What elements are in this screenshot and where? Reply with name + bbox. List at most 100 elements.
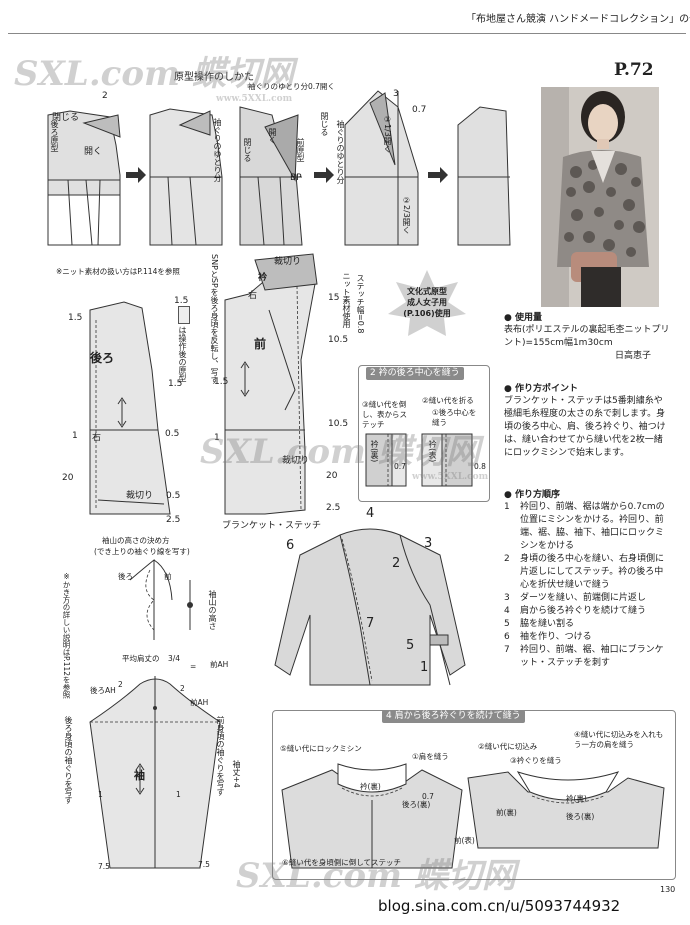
watermark-bottom: SXL.com 蝶切网: [236, 856, 516, 896]
step4-collar-back: 衿(裏): [360, 782, 381, 791]
author-name: 日高恵子: [615, 351, 652, 361]
page-ref: P.72: [614, 60, 654, 80]
sleeve-note-front: 前: [164, 572, 172, 581]
jacket-num-7: 7: [366, 616, 375, 631]
sleeve-d1b: 1: [176, 790, 181, 799]
sleeve-note-side: ※かき方の詳しい説明はP.112を参照: [62, 572, 71, 699]
back-ah-label: 後ろAH: [90, 686, 116, 695]
sleeve-note-heading2: (でき上りの袖ぐり線を写す): [94, 547, 190, 556]
sleeve-piece-label: 袖: [134, 769, 145, 782]
step4-lbl6: ⑥縫い代を身頃側に倒してステッチ: [282, 858, 401, 867]
step2-collar-back: 衿(裏): [370, 440, 379, 463]
operated-note: は操作後の原型: [178, 326, 187, 382]
order-heading: ● 作り方順序: [504, 490, 561, 500]
watermark-top: SXL.com 蝶切网: [14, 54, 294, 94]
open-third-1: ①1/3開く: [383, 115, 392, 153]
step2-label-c: ①後ろ中心を縫う: [432, 408, 477, 427]
sleeve-height-diagram: [129, 558, 193, 640]
materials-heading-text: 使用量: [515, 313, 543, 323]
step4-back-back: 後ろ(裏): [402, 800, 431, 809]
right-label-2: 右: [248, 291, 258, 301]
step4-front-face: 前(表): [454, 836, 475, 845]
order-num: 7: [504, 645, 510, 655]
bunka-badge: 文化式原型 成人女子用 (P.106)使用: [396, 286, 458, 319]
jacket-num-1: 1: [420, 660, 429, 675]
header-rule: [8, 33, 686, 34]
step2-collar-front: 衿(表): [428, 440, 437, 463]
num-07-label: 0.7: [412, 105, 427, 115]
pattern-operation-diagram: [47, 90, 511, 246]
step4-lbl4: ④縫い代に切込みを入れもう一方の肩を縫う: [574, 730, 664, 749]
dim-15a: 1.5: [68, 313, 83, 323]
sleeve-d75a: 7.5: [98, 862, 110, 871]
page-number: 130: [660, 885, 676, 894]
order-heading-text: 作り方順序: [515, 490, 561, 500]
dim-05a: 0.5: [165, 429, 180, 439]
badge-line-1: 文化式原型: [407, 287, 447, 296]
order-text: 脇を縫い割る: [520, 619, 575, 629]
back-piece-label: 後ろ: [90, 351, 115, 365]
num-3-label: 3: [393, 89, 399, 99]
blog-url: blog.sina.com.cn/u/5093744932: [378, 897, 621, 915]
front-body-pattern: [224, 253, 318, 515]
armhole-ease-label: 袖ぐりのゆとり分: [213, 118, 222, 182]
sleeve-back-note: 後ろ身頃の袖ぐりを写す: [64, 716, 73, 804]
step2-box: [358, 365, 490, 502]
cut-edge-label: 裁切り: [126, 491, 154, 501]
dim-25b: 2.5: [326, 503, 341, 513]
jacket-illustration: [274, 528, 466, 686]
cut-edge-label-2: 裁切り: [274, 257, 302, 267]
dim-15b: 1.5: [174, 296, 189, 306]
sleeve-note-ah: 前AH: [210, 660, 229, 669]
dim-25a: 2.5: [166, 515, 181, 525]
order-num: 3: [504, 593, 510, 603]
series-title: 「布地屋さん競演 ハンドメードコレクション」の作り方: [466, 14, 690, 25]
open-third-2: ②2/3開く: [402, 196, 411, 234]
order-num: 1: [504, 502, 510, 512]
front-piece-label: 前: [254, 337, 267, 351]
step4-lbl3: ③衿ぐりを縫う: [510, 756, 562, 765]
model-photo: [541, 87, 659, 307]
knit-note: ※ニット素材の扱い方はP.114を参照: [56, 267, 180, 276]
sleeve-note-frac: 3/4: [168, 654, 181, 663]
step4-right-diagram: [467, 771, 665, 849]
front-ah-label: 前AH: [190, 698, 209, 707]
snp-note: SNPとSPを後ろ身頃を反転し、写す: [210, 254, 219, 384]
back-close-label: 閉じる: [52, 113, 80, 123]
operation-title: 原型操作のしかた: [174, 72, 254, 83]
sleeve-front-note: 前身頃の袖ぐりを写す: [216, 716, 225, 796]
knit-use-label: ニット素材使用: [342, 272, 351, 328]
jacket-num-3: 3: [424, 536, 433, 551]
sleeve-d75b: 7.5: [198, 860, 210, 869]
step2-d08: 0.8: [474, 462, 486, 471]
order-text: 身頃の後ろ中心を縫い、右身頃側に片返しにしてステッチ。衿の後ろ中心を折伏せ縫いで…: [520, 554, 665, 590]
sleeve-note-eq: =: [190, 662, 197, 671]
order-num: 6: [504, 632, 510, 642]
blanket-stitch-label: ブランケット・ステッチ: [222, 521, 322, 531]
step4-collar-back2: 衿(裏): [566, 794, 587, 803]
dim-15e: 1.5: [214, 377, 229, 387]
bp-label: BP: [290, 173, 302, 183]
step4-front-back: 前(裏): [496, 808, 517, 817]
collar-label: 衿: [258, 273, 268, 283]
badge-line-3: (P.106)使用: [403, 309, 451, 318]
order-text: 衿回り、前端、裾、袖口にブランケット・ステッチを刺す: [520, 645, 664, 668]
watermark-middle: SXL.com 蝶切网: [200, 432, 480, 472]
sleeve-d2a: 2: [118, 680, 123, 689]
jacket-num-5: 5: [406, 638, 415, 653]
back-block-label: 後ろ原型: [50, 120, 59, 152]
dim-20a: 20: [62, 473, 74, 483]
back-body-pattern: [89, 301, 171, 515]
sleeve-note-avg: 平均肩丈の: [122, 654, 160, 663]
step2-label-a: ③縫い代を倒し、表からステッチ: [362, 400, 407, 429]
watermark-url-top: www.5XXL.com: [216, 94, 293, 104]
step2-d07: 0.7: [394, 462, 406, 471]
stitch-width-label: ステッチ幅=0.8: [356, 274, 365, 334]
sleeve-note-back: 後ろ: [118, 572, 133, 581]
watermark-url-mid: www.5XXL.com: [412, 472, 489, 482]
step4-left-diagram: [281, 763, 463, 869]
